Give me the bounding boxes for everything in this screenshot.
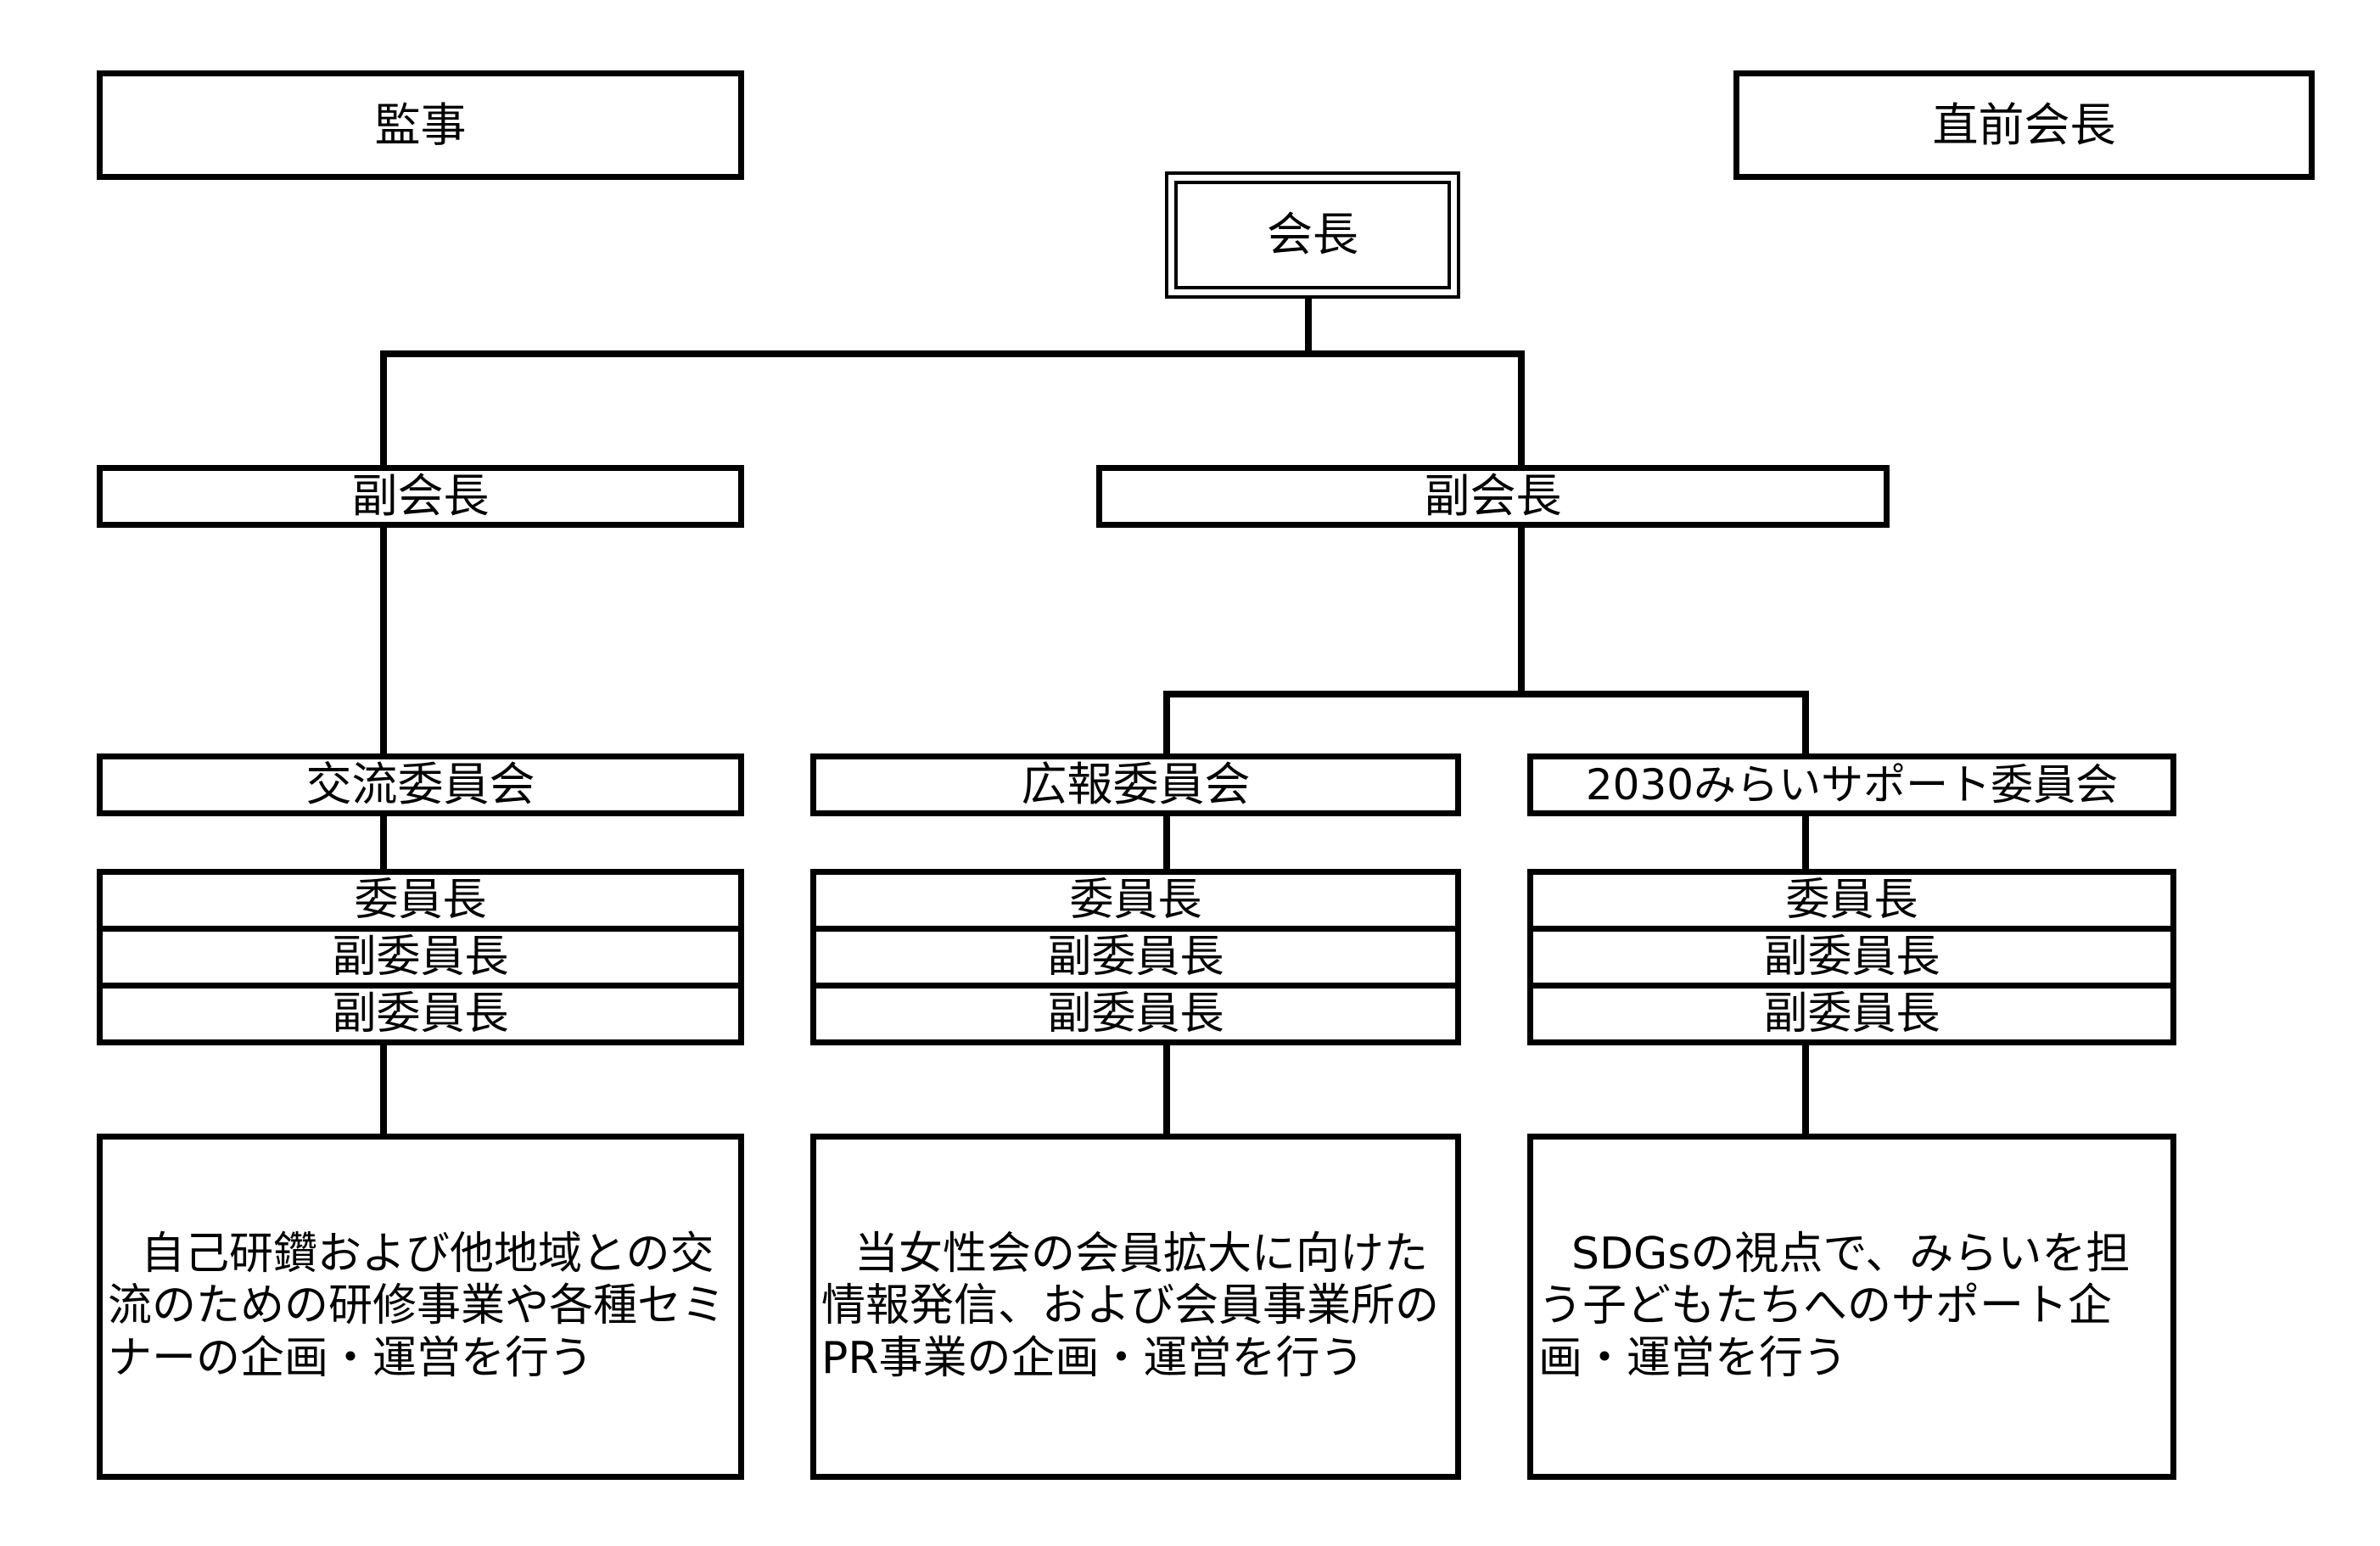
committee-name-3: 2030みらいサポート委員会 [1585, 760, 2119, 809]
committee-description-box-1: 自己研鑽および他地域との交流のための研修事業や各種セミナーの企画・運営を行う [97, 1134, 744, 1480]
committee-3-vice-chair-a: 副委員長 [1533, 926, 2170, 983]
past-president-box: 直前会長 [1733, 70, 2315, 180]
committee-description-box-3: SDGsの視点で、みらいを担う子どもたちへのサポート企画・運営を行う [1527, 1134, 2176, 1480]
committee-3-chair: 委員長 [1785, 875, 1918, 926]
committee-3-vice-chair-b: 副委員長 [1533, 983, 2170, 1039]
committee-name-1: 交流委員会 [305, 758, 535, 811]
past-president-label: 直前会長 [1932, 98, 2116, 152]
committee-name-box-1: 交流委員会 [97, 753, 744, 816]
committee-2-vice-chair-b: 副委員長 [816, 983, 1455, 1039]
committee-description-3: SDGsの視点で、みらいを担う子どもたちへのサポート企画・運営を行う [1538, 1228, 2131, 1384]
vice-president-box-2: 副会長 [1096, 465, 1890, 528]
committee-1-chair: 委員長 [354, 875, 487, 926]
committee-2-vice-chair-a: 副委員長 [816, 926, 1455, 983]
vice-president-label-2: 副会長 [1424, 469, 1562, 523]
president-label: 会長 [1267, 208, 1358, 261]
auditor-label: 監事 [374, 98, 467, 152]
vice-president-box-1: 副会長 [97, 465, 744, 528]
committee-2-chair: 委員長 [1069, 875, 1202, 926]
committee-name-2: 広報委員会 [1021, 758, 1251, 811]
auditor-box: 監事 [97, 70, 744, 180]
committee-name-box-2: 広報委員会 [810, 753, 1461, 816]
committee-description-2: 当女性会の会員拡大に向けた情報発信、および会員事業所のPR事業の企画・運営を行う [821, 1228, 1440, 1384]
committee-roles-2: 委員長 副委員長 副委員長 [810, 869, 1461, 1045]
committee-roles-1: 委員長 副委員長 副委員長 [97, 869, 744, 1045]
committee-1-vice-chair-a: 副委員長 [103, 926, 738, 983]
committee-name-box-3: 2030みらいサポート委員会 [1527, 753, 2176, 816]
vice-president-label-1: 副会長 [351, 469, 490, 523]
committee-description-box-2: 当女性会の会員拡大に向けた情報発信、および会員事業所のPR事業の企画・運営を行う [810, 1134, 1461, 1480]
committee-description-1: 自己研鑽および他地域との交流のための研修事業や各種セミナーの企画・運営を行う [108, 1228, 726, 1384]
committee-1-vice-chair-b: 副委員長 [103, 983, 738, 1039]
president-box: 会長 [1165, 171, 1460, 299]
committee-roles-3: 委員長 副委員長 副委員長 [1527, 869, 2176, 1045]
president-inner-frame: 会長 [1174, 181, 1451, 289]
